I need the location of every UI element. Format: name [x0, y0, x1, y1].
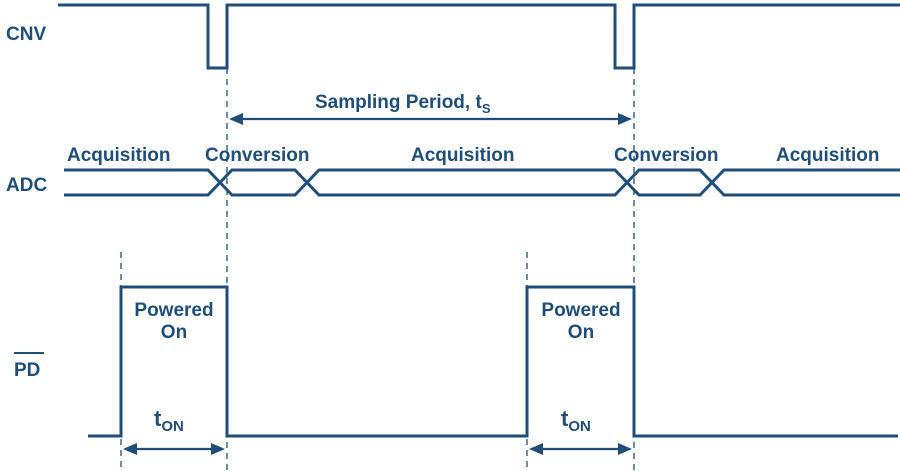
ton-arrow-2: [529, 443, 632, 455]
powered-on-label-1-line-2: On: [161, 322, 187, 343]
adc-signal-label: ADC: [6, 175, 47, 196]
adc-phase-acquisition-3: Acquisition: [776, 145, 879, 166]
powered-on-label-2-line-1: Powered: [541, 300, 620, 321]
adc-phase-acquisition-2: Acquisition: [411, 145, 514, 166]
adc-phase-acquisition-1: Acquisition: [67, 145, 170, 166]
sampling-period-arrow: [229, 113, 632, 125]
ton-arrow-1: [123, 443, 225, 455]
powered-on-label-2-line-2: On: [568, 322, 594, 343]
ton-label-1: tON: [154, 406, 184, 435]
adc-phase-conversion-1: Conversion: [205, 145, 310, 166]
cnv-signal-label: CNV: [6, 24, 46, 45]
ton-label-2: tON: [561, 406, 591, 435]
cnv-waveform: [58, 3, 900, 70]
adc-phase-conversion-2: Conversion: [614, 145, 719, 166]
pd-waveform: [88, 285, 898, 438]
sampling-period-label: Sampling Period, tS: [315, 92, 491, 116]
pd-signal-label: PD: [14, 360, 40, 381]
powered-on-label-1-line-1: Powered: [134, 300, 213, 321]
adc-bus-waveform: [64, 168, 900, 197]
